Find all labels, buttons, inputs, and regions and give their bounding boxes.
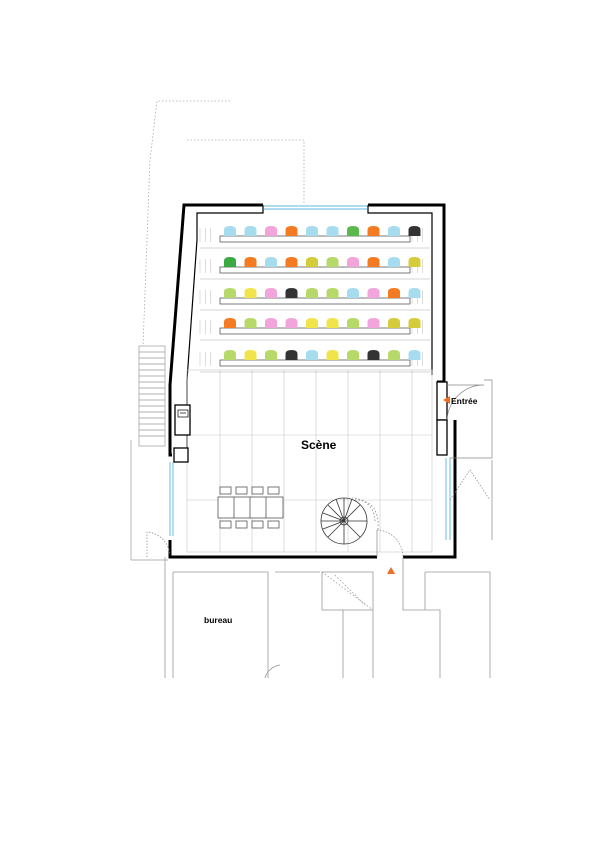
- seat: [244, 257, 257, 267]
- seat: [367, 257, 380, 267]
- seat: [224, 226, 236, 236]
- seat: [306, 226, 318, 236]
- seat: [224, 350, 236, 360]
- seat: [367, 226, 380, 236]
- chair: [251, 486, 264, 495]
- seat: [306, 318, 318, 328]
- seat: [306, 288, 318, 298]
- chair: [219, 486, 232, 495]
- exterior-stair: [130, 345, 168, 561]
- seat: [285, 226, 298, 236]
- seat: [388, 257, 400, 267]
- seat: [347, 288, 359, 298]
- seat: [326, 350, 339, 360]
- seat: [244, 318, 257, 328]
- chair: [267, 520, 280, 529]
- neighbour-outline: [142, 100, 305, 347]
- seat: [408, 257, 421, 267]
- seat: [408, 288, 421, 298]
- seat: [285, 288, 298, 298]
- seat: [244, 350, 257, 360]
- seat: [326, 318, 339, 328]
- office-label: bureau: [204, 615, 232, 625]
- seat: [285, 318, 298, 328]
- seat: [347, 318, 359, 328]
- entrance-label: Entrée: [451, 396, 478, 406]
- seat: [244, 226, 257, 236]
- doors: [146, 379, 493, 679]
- seat: [265, 318, 277, 328]
- seat: [408, 318, 421, 328]
- seat: [347, 226, 359, 236]
- seat: [306, 257, 318, 267]
- tier-step: [219, 266, 411, 274]
- glazing: [169, 205, 451, 540]
- chair: [219, 520, 232, 529]
- seat: [347, 350, 359, 360]
- tier-step: [219, 235, 411, 243]
- seat: [388, 350, 400, 360]
- seating-tiers: [199, 226, 430, 373]
- seat: [306, 350, 318, 360]
- tier-step: [219, 297, 411, 305]
- stage-label: Scène: [301, 438, 337, 452]
- chair: [251, 520, 264, 529]
- seat: [347, 257, 359, 267]
- seat: [224, 288, 236, 298]
- seat: [326, 257, 339, 267]
- seat: [326, 288, 339, 298]
- entrance-arrow-icon: [443, 396, 450, 404]
- seat: [285, 257, 298, 267]
- seat: [285, 350, 298, 360]
- lower-rooms: [164, 557, 491, 678]
- seat: [265, 257, 277, 267]
- chair: [267, 486, 280, 495]
- seat: [408, 226, 421, 236]
- tier-step: [219, 327, 411, 335]
- stage-grid: [186, 369, 433, 553]
- seat: [388, 318, 400, 328]
- table-group: [217, 486, 284, 529]
- seat: [265, 288, 277, 298]
- seat: [244, 288, 257, 298]
- seat: [388, 288, 400, 298]
- seat: [265, 350, 277, 360]
- seat: [388, 226, 400, 236]
- fuse-box-icon: [177, 409, 189, 418]
- seat: [326, 226, 339, 236]
- seat: [224, 318, 236, 328]
- seat: [367, 350, 380, 360]
- spiral-staircase: [320, 497, 379, 545]
- seat: [265, 226, 277, 236]
- seat: [367, 288, 380, 298]
- seat: [224, 257, 236, 267]
- seat: [408, 350, 421, 360]
- service-entrance-arrow-icon: [387, 567, 395, 574]
- seat: [367, 318, 380, 328]
- wall-piers: [173, 381, 448, 463]
- chair: [235, 520, 248, 529]
- tier-step: [219, 359, 411, 367]
- chair: [235, 486, 248, 495]
